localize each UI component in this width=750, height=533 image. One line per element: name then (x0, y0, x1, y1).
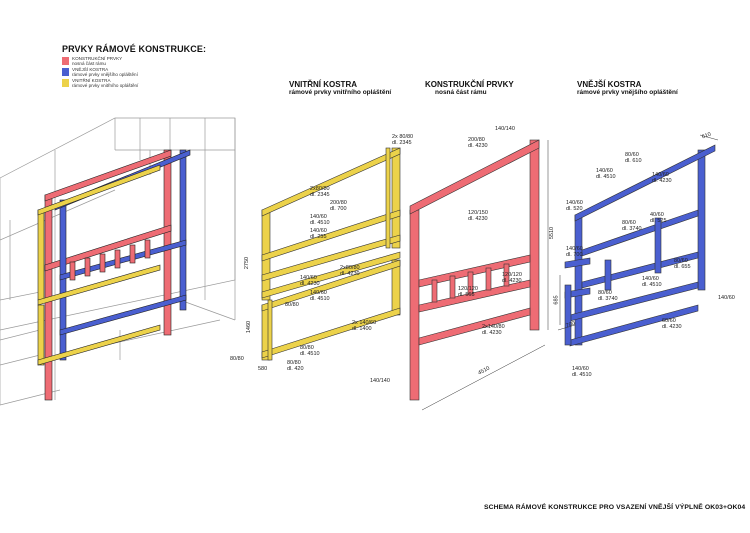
legend-line1: KONSTRUKČNÍ PRVKY (72, 56, 123, 61)
legend-title: PRVKY RÁMOVÉ KONSTRUKCE: (62, 44, 207, 54)
dim-label: 140/140 (495, 126, 515, 132)
section-structural-title: KONSTRUKČNÍ PRVKY (425, 80, 514, 89)
dim-height: 685 (553, 295, 560, 305)
dim-height-upper: 2750 (244, 256, 251, 270)
dim-height-lower: 1460 (246, 320, 253, 334)
section-outer-title: VNĚJŠÍ KOSTRA (577, 80, 642, 89)
legend-line1: VNĚJŠÍ KOSTRA (72, 67, 109, 72)
outer-frame-blue (564, 144, 716, 347)
dim-label: 580 (258, 366, 268, 372)
legend-item-outer: VNĚJŠÍ KOSTRA rámové prvky vnějšího oplá… (62, 67, 138, 77)
legend-item-inner: VNITŘNÍ KOSTRA rámové prvky vnitřního op… (62, 78, 138, 88)
section-outer-subtitle: rámové prvky vnějšího opláštění (577, 89, 678, 96)
legend-swatch-red (62, 57, 69, 65)
assembled-frame (37, 149, 191, 401)
legend-item-structural: KONSTRUKČNÍ PRVKY nosná část rámu (62, 56, 122, 66)
section-inner-title: VNITŘNÍ KOSTRA (289, 80, 357, 89)
dim-label: 140/140 (370, 378, 390, 384)
legend-swatch-yellow (62, 79, 69, 87)
legend-line2: rámové prvky vnějšího opláštění (72, 72, 138, 77)
dim-height: 5510 (549, 226, 556, 240)
structural-dim-lines (421, 140, 549, 411)
dim-label: 80/80 (230, 356, 244, 362)
section-structural-subtitle: nosná část rámu (435, 89, 487, 96)
dim-label: 140/60 (718, 295, 735, 301)
legend-line1: VNITŘNÍ KOSTRA (72, 78, 111, 83)
legend-line2: rámové prvky vnitřního opláštění (72, 83, 139, 88)
legend-swatch-blue (62, 68, 69, 76)
section-inner: VNITŘNÍ KOSTRA rámové prvky vnitřního op… (289, 80, 391, 97)
legend-line2: nosná část rámu (72, 61, 106, 66)
structural-frame-red (409, 139, 540, 401)
outer-dim-lines (557, 134, 719, 331)
inner-frame-yellow (261, 147, 401, 361)
section-structural: KONSTRUKČNÍ PRVKY nosná část rámu (425, 80, 514, 97)
section-outer: VNĚJŠÍ KOSTRA rámové prvky vnějšího oplá… (577, 80, 678, 97)
section-inner-subtitle: rámové prvky vnitřního opláštění (289, 89, 392, 96)
drawing-title: SCHEMA RÁMOVÉ KONSTRUKCE PRO VSAZENÍ VNĚ… (484, 504, 746, 511)
dim-label: 80/80 (285, 302, 299, 308)
